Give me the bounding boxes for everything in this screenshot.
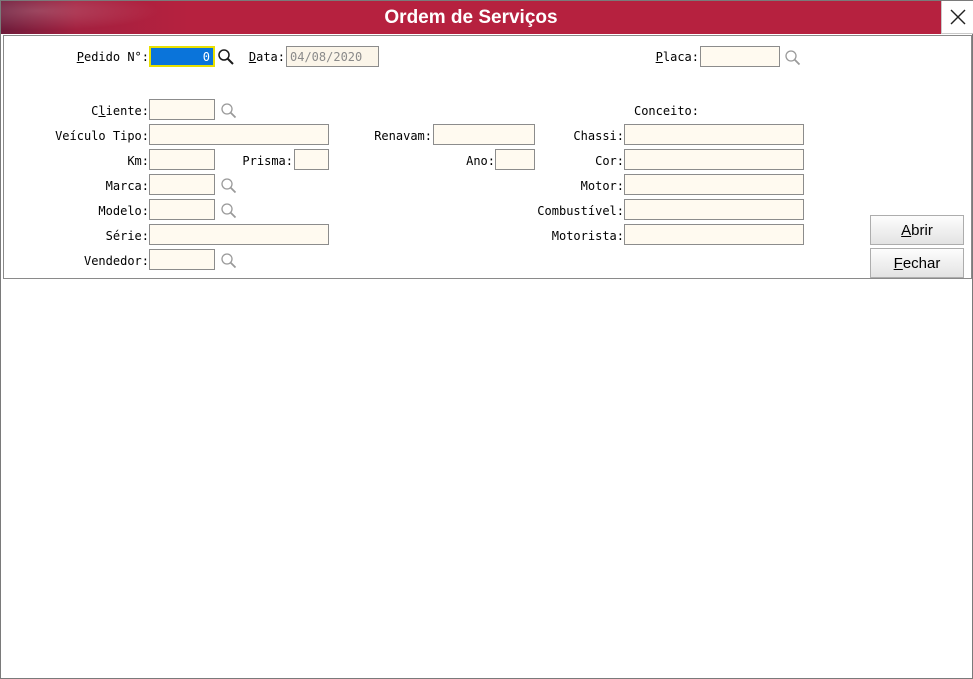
renavam-label: Renavam: xyxy=(374,129,432,143)
search-icon[interactable] xyxy=(220,102,238,120)
ano-field[interactable] xyxy=(495,149,535,170)
km-field[interactable] xyxy=(149,149,215,170)
cliente-label: Cliente: xyxy=(91,104,149,118)
prisma-field[interactable] xyxy=(294,149,329,170)
renavam-field[interactable] xyxy=(433,124,535,145)
ano-label: Ano: xyxy=(466,154,495,168)
conceito-label: Conceito: xyxy=(633,104,699,118)
km-label: Km: xyxy=(127,154,149,168)
close-icon xyxy=(950,9,965,25)
search-icon[interactable] xyxy=(217,48,235,66)
cliente-field[interactable] xyxy=(149,99,215,120)
search-icon[interactable] xyxy=(220,202,238,220)
serie-label: Série: xyxy=(105,229,149,243)
modelo-field[interactable] xyxy=(149,199,215,220)
date-field[interactable] xyxy=(286,46,379,67)
marca-field[interactable] xyxy=(149,174,215,195)
serie-field[interactable] xyxy=(149,224,329,245)
title-decoration xyxy=(1,1,181,34)
search-icon[interactable] xyxy=(784,49,802,67)
data-label: Data: xyxy=(248,50,285,64)
order-form-panel: Pedido N°: Data: Placa: Cliente: Conceit… xyxy=(3,35,972,279)
pedido-number-field[interactable] xyxy=(149,46,215,67)
modelo-label: Modelo: xyxy=(98,204,149,218)
results-area xyxy=(3,279,970,676)
prisma-label: Prisma: xyxy=(242,154,293,168)
veiculo-tipo-label: Veículo Tipo: xyxy=(55,129,149,143)
chassi-label: Chassi: xyxy=(573,129,624,143)
chassi-field[interactable] xyxy=(624,124,804,145)
vendedor-field[interactable] xyxy=(149,249,215,270)
motorista-label: Motorista: xyxy=(551,229,624,243)
motorista-field[interactable] xyxy=(624,224,804,245)
combustivel-label: Combustível: xyxy=(537,204,624,218)
pedido-label: Pedido N°: xyxy=(76,50,149,64)
search-icon[interactable] xyxy=(220,177,238,195)
placa-field[interactable] xyxy=(700,46,780,67)
placa-label: Placa: xyxy=(655,50,699,64)
cor-label: Cor: xyxy=(595,154,624,168)
search-icon[interactable] xyxy=(220,252,238,270)
motor-field[interactable] xyxy=(624,174,804,195)
close-button[interactable] xyxy=(941,1,973,34)
veiculo-tipo-field[interactable] xyxy=(149,124,329,145)
vendedor-label: Vendedor: xyxy=(83,254,149,268)
cor-field[interactable] xyxy=(624,149,804,170)
window-title: Ordem de Serviços xyxy=(384,7,558,28)
motor-label: Motor: xyxy=(580,179,624,193)
marca-label: Marca: xyxy=(105,179,149,193)
combustivel-field[interactable] xyxy=(624,199,804,220)
title-bar: Ordem de Serviços xyxy=(1,1,941,34)
